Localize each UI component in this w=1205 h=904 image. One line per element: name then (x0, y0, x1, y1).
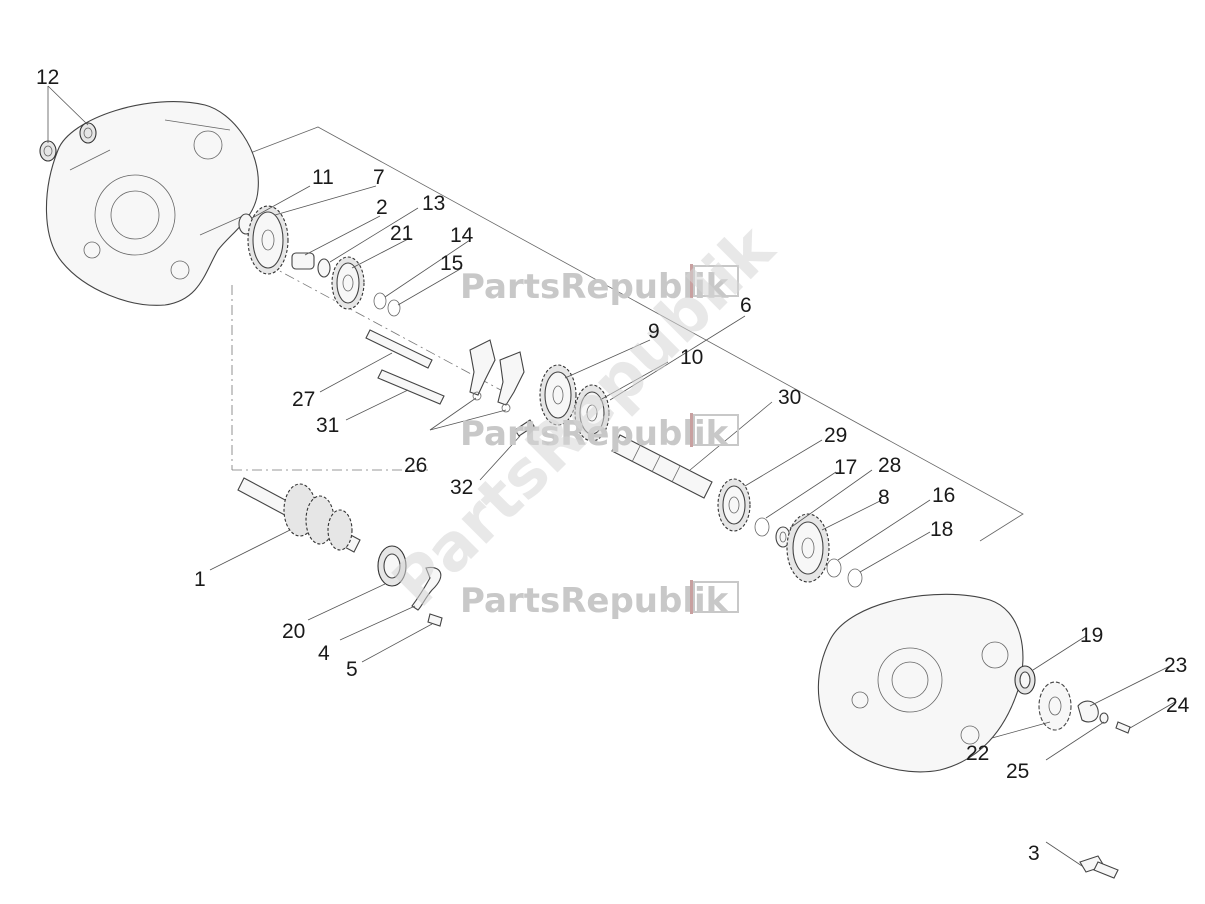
callout-23: 23 (1164, 654, 1187, 677)
washer-17-icon (754, 517, 770, 537)
bearing-20-icon (377, 545, 407, 587)
watermark-text: PartsRepublik (460, 581, 730, 621)
callout-3: 3 (1028, 842, 1040, 865)
gear-8-icon (786, 513, 830, 583)
callout-13: 13 (422, 192, 445, 215)
callout-17: 17 (834, 456, 857, 479)
watermark-mid: PartsRepublik (460, 413, 739, 454)
gear-9-icon (539, 364, 577, 426)
circlip-18-icon (847, 568, 863, 588)
watermark-accent-icon (690, 264, 693, 298)
callout-28: 28 (878, 454, 901, 477)
callout-labels: 12 11 7 2 13 21 14 15 6 9 10 30 27 31 26… (36, 66, 1190, 865)
watermark-gear-icon (693, 581, 739, 613)
left-crankcase-icon (45, 101, 259, 306)
washer-25-icon (1099, 712, 1109, 724)
callout-9: 9 (648, 320, 660, 343)
bushing-12a-icon (39, 140, 57, 162)
callout-8: 8 (878, 486, 890, 509)
watermark-gear-icon (693, 265, 739, 297)
watermark-gear-icon (693, 414, 739, 446)
sprocket-22-icon (1038, 681, 1072, 731)
callout-16: 16 (932, 484, 955, 507)
washer-16-icon (826, 558, 842, 578)
callout-12: 12 (36, 66, 59, 89)
callout-2: 2 (376, 196, 388, 219)
callout-30: 30 (778, 386, 801, 409)
ring-13-icon (317, 258, 331, 278)
circlip-15-icon (387, 299, 401, 317)
callout-7: 7 (373, 166, 385, 189)
gear-29-icon (717, 478, 751, 532)
bushing-12b-icon (79, 122, 97, 144)
callout-22: 22 (966, 742, 989, 765)
circlip-14-icon (373, 292, 387, 310)
callout-21: 21 (390, 222, 413, 245)
watermark-text: PartsRepublik (460, 267, 730, 307)
seal-19-icon (1014, 665, 1036, 695)
callout-18: 18 (930, 518, 953, 541)
callout-6: 6 (740, 294, 752, 317)
lock-plate-23-icon (1077, 700, 1099, 723)
callout-19: 19 (1080, 624, 1103, 647)
gear-7-icon (247, 205, 289, 275)
assembly-frame (231, 126, 1024, 542)
watermark-accent-icon (690, 580, 693, 614)
retainer-plate-4-icon (411, 566, 442, 611)
gear-10-icon (574, 384, 610, 442)
shift-fork-26a-icon (469, 339, 496, 401)
bearing-2-icon (291, 252, 315, 270)
fork-shaft-31-icon (377, 369, 445, 405)
callout-31: 31 (316, 414, 339, 437)
callout-1: 1 (194, 568, 206, 591)
callout-25: 25 (1006, 760, 1029, 783)
watermark-text: PartsRepublik (460, 414, 730, 454)
watermark-accent-icon (690, 413, 693, 447)
callout-27: 27 (292, 388, 315, 411)
gear-21-icon (331, 256, 365, 310)
callout-10: 10 (680, 346, 703, 369)
pin-32-icon (514, 419, 535, 437)
callout-4: 4 (318, 642, 330, 665)
callout-29: 29 (824, 424, 847, 447)
bolt-5-icon (427, 613, 443, 627)
axis-line-shaft (249, 254, 511, 396)
right-crankcase-icon (817, 593, 1024, 773)
drain-plug-3-icon (1079, 855, 1119, 879)
shift-fork-26b-icon (497, 351, 525, 413)
callout-24: 24 (1166, 694, 1190, 717)
watermark-top: PartsRepublik (460, 264, 739, 307)
callout-5: 5 (346, 658, 358, 681)
callout-20: 20 (282, 620, 305, 643)
secondary-shaft-30-icon (611, 434, 713, 499)
callout-11: 11 (312, 166, 334, 189)
fork-shaft-27-icon (365, 329, 433, 369)
callout-15: 15 (440, 252, 463, 275)
callout-14: 14 (450, 224, 474, 247)
callout-32: 32 (450, 476, 473, 499)
leader-lines (47, 85, 1176, 867)
primary-shaft-1-icon (237, 477, 361, 553)
watermark-bottom: PartsRepublik (460, 580, 739, 621)
callout-26: 26 (404, 454, 427, 477)
bolt-24-icon (1115, 721, 1131, 734)
